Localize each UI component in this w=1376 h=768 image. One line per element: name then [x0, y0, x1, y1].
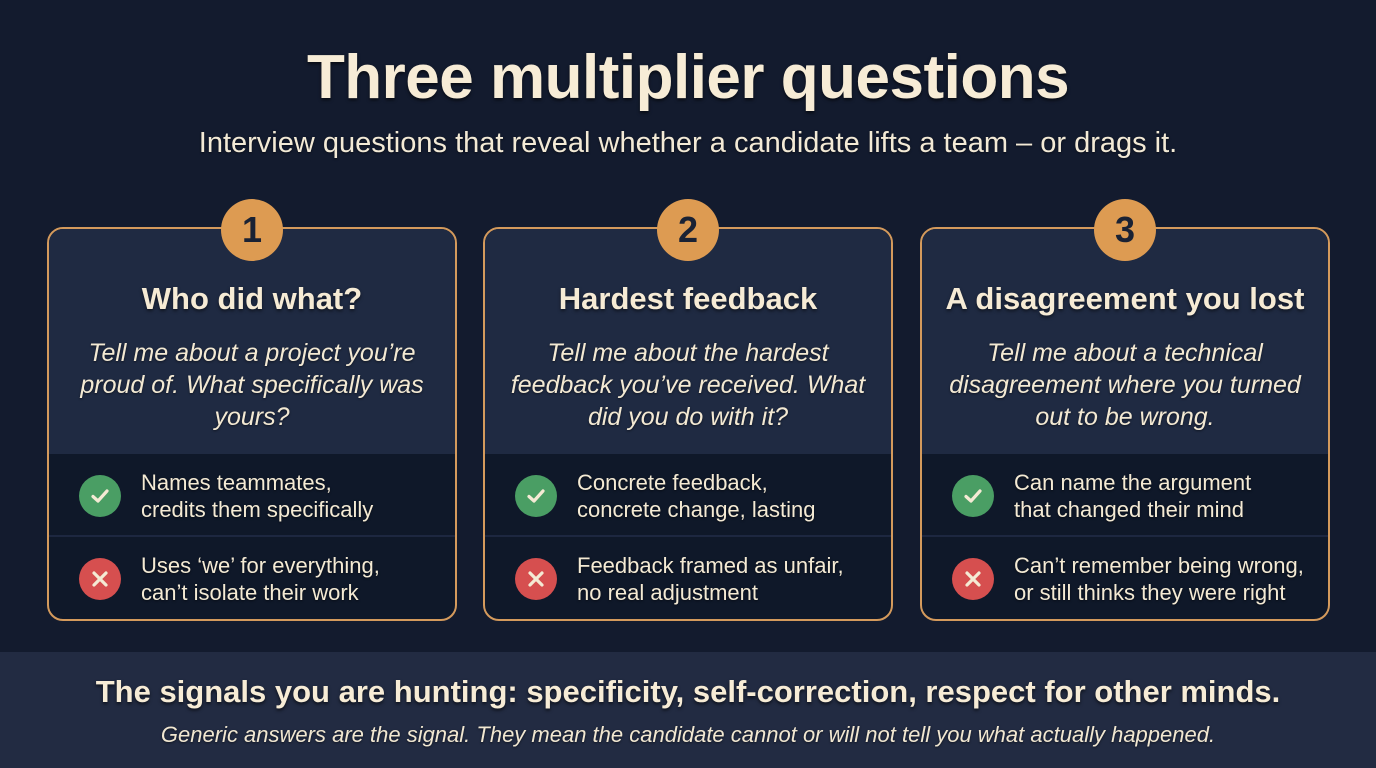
check-icon — [952, 475, 994, 517]
footer-summary: The signals you are hunting: specificity… — [95, 674, 1281, 709]
good-signal-text: Concrete feedback, concrete change, last… — [577, 470, 816, 522]
good-signal-text: Names teammates, credits them specifical… — [141, 470, 374, 522]
number-badge: 3 — [1094, 199, 1156, 261]
card-question: Tell me about the hardest feedback you’v… — [510, 339, 866, 431]
number-badge: 2 — [657, 199, 719, 261]
bad-signal-text: Uses ‘we’ for everything, can’t isolate … — [141, 553, 380, 605]
check-icon — [79, 475, 121, 517]
card-top-panel — [485, 229, 891, 454]
card-top-panel — [49, 229, 455, 454]
bad-signal: Can’t remember being wrong, or still thi… — [922, 538, 1328, 620]
card-heading: Hardest feedback — [558, 281, 818, 316]
card-question: Tell me about a project you’re proud of.… — [80, 339, 424, 431]
divider — [922, 535, 1328, 537]
page-title: Three multiplier questions — [306, 43, 1070, 112]
cross-icon — [79, 558, 121, 600]
bad-signal: Feedback framed as unfair, no real adjus… — [485, 538, 891, 620]
question-card-3: 3 A disagreement you lost Tell me about … — [920, 199, 1330, 621]
question-card-2: 2 Hardest feedback Tell me about the har… — [483, 199, 893, 621]
card-heading: A disagreement you lost — [945, 281, 1305, 316]
number-badge: 1 — [221, 199, 283, 261]
divider — [49, 535, 455, 537]
good-signal: Can name the argument that changed their… — [922, 455, 1328, 537]
check-icon — [515, 475, 557, 517]
bad-signal: Uses ‘we’ for everything, can’t isolate … — [49, 538, 455, 620]
footer-note: Generic answers are the signal. They mea… — [160, 722, 1216, 747]
cross-icon — [515, 558, 557, 600]
good-signal: Names teammates, credits them specifical… — [49, 455, 455, 537]
cross-icon — [952, 558, 994, 600]
good-signal-text: Can name the argument that changed their… — [1014, 470, 1252, 522]
good-signal: Concrete feedback, concrete change, last… — [485, 455, 891, 537]
card-top-panel — [922, 229, 1328, 454]
question-card-1: 1 Who did what? Tell me about a project … — [47, 199, 457, 621]
bad-signal-text: Can’t remember being wrong, or still thi… — [1014, 553, 1304, 605]
card-question: Tell me about a technical disagreement w… — [949, 339, 1301, 431]
divider — [485, 535, 891, 537]
footer-banner: The signals you are hunting: specificity… — [0, 652, 1376, 768]
page-subtitle: Interview questions that reveal whether … — [198, 127, 1178, 159]
bad-signal-text: Feedback framed as unfair, no real adjus… — [577, 553, 844, 605]
card-heading: Who did what? — [141, 281, 363, 316]
